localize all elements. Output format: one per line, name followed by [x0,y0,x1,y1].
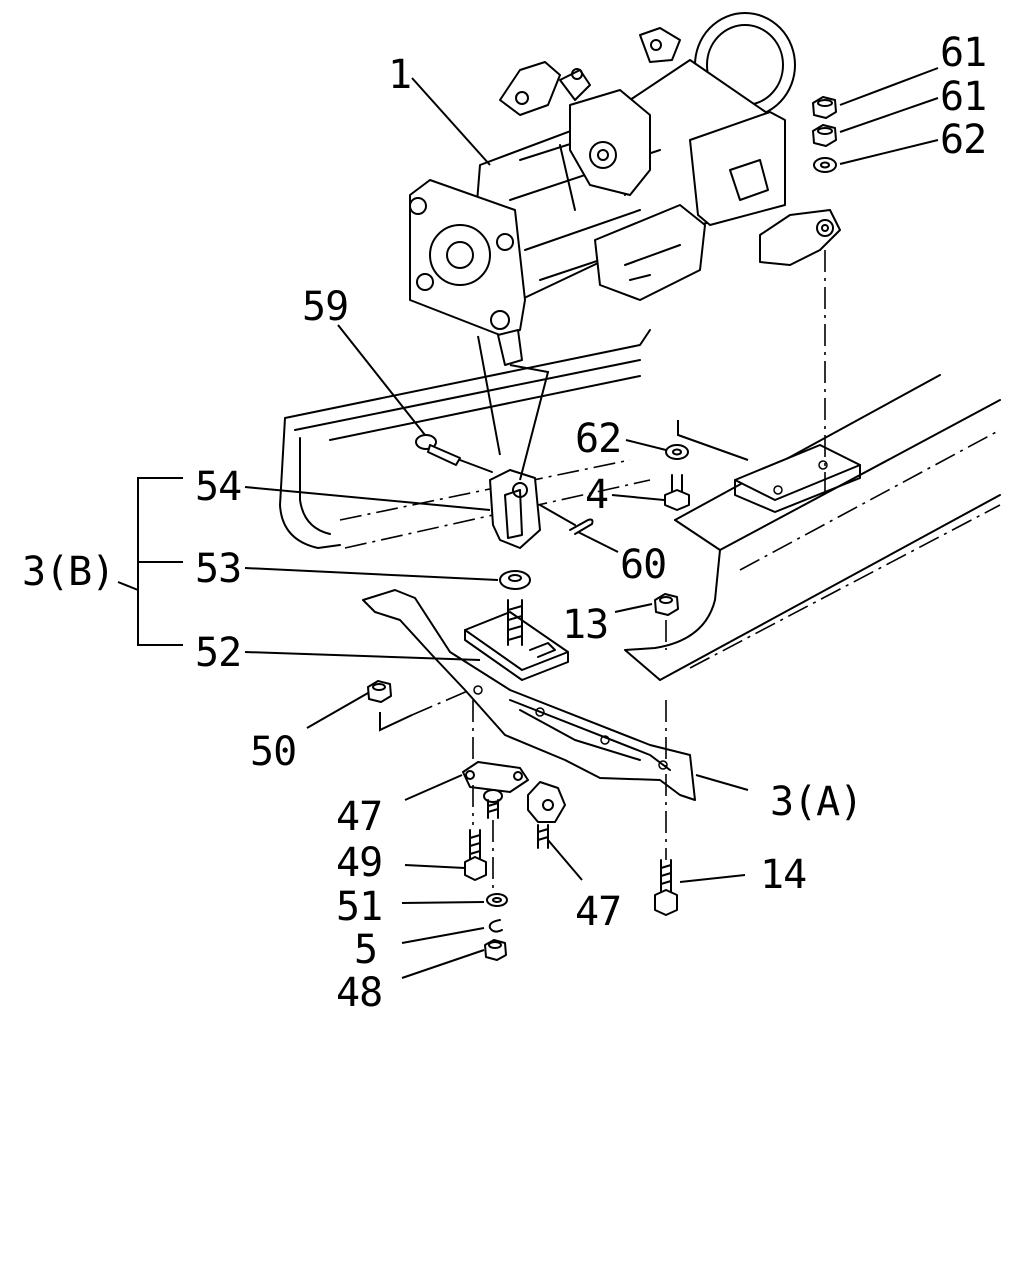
callout-13: 13 [562,602,608,648]
frame-rail-right [624,374,1001,681]
crossmember-3a [362,589,696,801]
callout-61b: 61 [940,74,986,120]
nut-13 [654,593,679,616]
callout-47a: 47 [336,794,382,840]
bracket-47-right [527,781,566,849]
stud-53 [507,599,523,646]
callout-49: 49 [336,840,382,886]
leader-lines [244,67,939,979]
callout-60: 60 [620,542,666,588]
group-bracket-3b [117,477,183,646]
callout-14: 14 [760,852,806,898]
bracket-47-left [462,761,529,819]
callout-labels: 1 61 61 62 59 62 54 4 3(B) 53 60 13 52 5… [22,30,987,1016]
nut-48 [484,939,507,961]
plate-52 [464,611,569,681]
bolt-49 [464,829,487,881]
nut-61-upper [812,96,837,119]
callout-47b: 47 [575,889,621,935]
callout-62b: 62 [575,416,621,462]
washer-51 [486,893,508,907]
bolt-4 [664,474,690,511]
callout-62a: 62 [940,117,986,163]
nut-53 [499,570,531,590]
callout-50: 50 [250,729,296,775]
bolt-14 [654,859,678,916]
callout-54: 54 [195,464,241,510]
callout-3b: 3(B) [22,549,114,595]
callout-1: 1 [388,52,411,98]
callout-3a: 3(A) [770,779,862,825]
crossmember-plate [734,444,861,513]
washer-62-upper [813,157,837,173]
callout-5: 5 [354,927,377,973]
actuator-assembly [409,12,841,366]
callout-52: 52 [195,630,241,676]
nut-50 [367,680,392,703]
callout-61a: 61 [940,30,986,76]
callout-48: 48 [336,970,382,1016]
callout-4: 4 [585,472,608,518]
spring-washer-5 [488,919,503,933]
nut-61-lower [812,124,837,147]
cotter-pin-60 [569,518,594,535]
clevis-54 [489,469,541,549]
callout-51: 51 [336,884,382,930]
callout-53: 53 [195,546,241,592]
pin-59 [415,434,461,466]
washer-62-lower [665,444,689,460]
callout-59: 59 [302,284,348,330]
